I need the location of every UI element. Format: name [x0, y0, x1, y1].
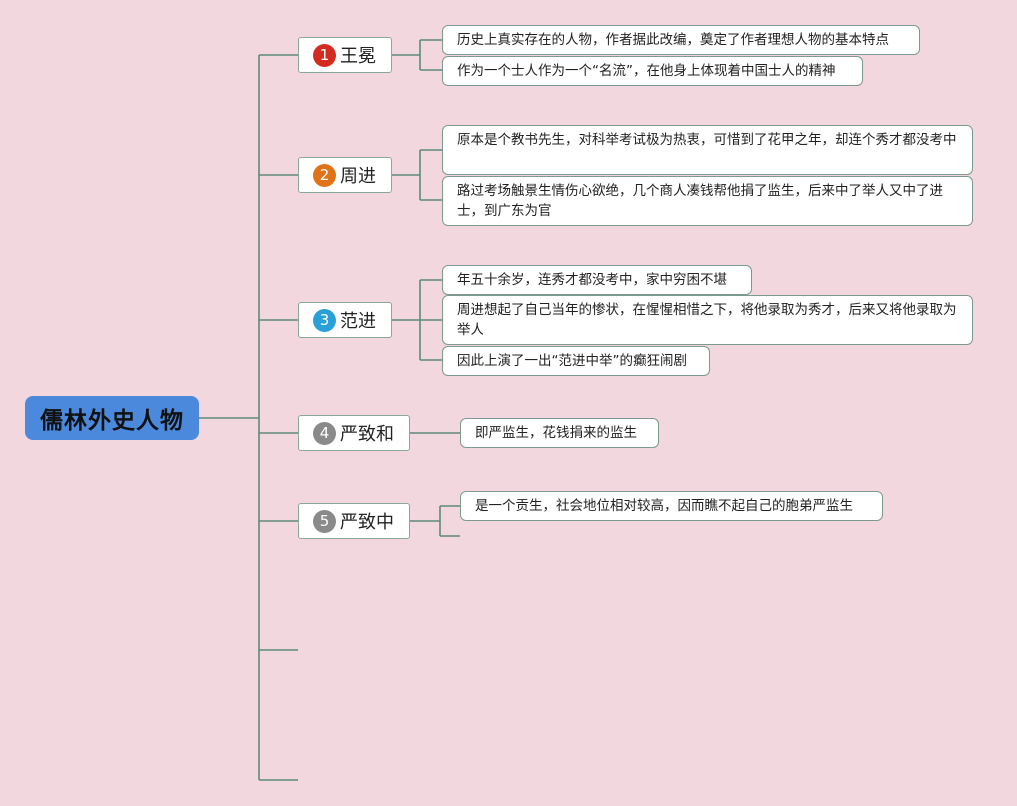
note-text: 年五十余岁，连秀才都没考中，家中穷困不堪 [457, 272, 727, 288]
topic-yan-zhihe[interactable]: 4 严致和 [298, 415, 410, 451]
note-text: 即严监生，花钱捐来的监生 [475, 425, 637, 441]
note-text: 是一个贡生，社会地位相对较高，因而瞧不起自己的胞弟严监生 [475, 498, 853, 514]
root-label: 儒林外史人物 [40, 408, 184, 434]
topic-label: 周进 [340, 166, 376, 187]
topic-label: 范进 [340, 311, 376, 332]
note-text: 作为一个士人作为一个“名流”，在他身上体现着中国士人的精神 [457, 63, 836, 79]
note-text: 历史上真实存在的人物，作者据此改编，奠定了作者理想人物的基本特点 [457, 32, 889, 48]
number-badge-icon: 2 [313, 163, 336, 187]
topic-label: 严致和 [340, 424, 394, 445]
number-badge-icon: 1 [313, 43, 336, 67]
topic-5-notes-connector [410, 505, 460, 537]
topic-zhou-jin[interactable]: 2 周进 [298, 157, 392, 193]
topic-wang-mian[interactable]: 1 王冕 [298, 37, 392, 73]
number-badge-icon: 3 [313, 308, 336, 332]
note-3-3[interactable]: 因此上演了一出“范进中举”的癫狂闹剧 [442, 346, 710, 376]
note-text: 因此上演了一出“范进中举”的癫狂闹剧 [457, 353, 687, 369]
note-text: 路过考场触景生情伤心欲绝，几个商人凑钱帮他捐了监生，后来中了举人又中了进士，到广… [457, 183, 943, 219]
number-badge-icon: 4 [313, 421, 336, 445]
note-2-2[interactable]: 路过考场触景生情伤心欲绝，几个商人凑钱帮他捐了监生，后来中了举人又中了进士，到广… [442, 176, 973, 226]
topic-label: 王冕 [340, 46, 376, 67]
note-text: 周进想起了自己当年的惨状，在惺惺相惜之下，将他录取为秀才，后来又将他录取为举人 [457, 302, 957, 338]
note-1-1[interactable]: 历史上真实存在的人物，作者据此改编，奠定了作者理想人物的基本特点 [442, 25, 920, 55]
topic-fan-jin[interactable]: 3 范进 [298, 302, 392, 338]
topic-label: 严致中 [340, 512, 394, 533]
topic-1-notes-connector [392, 39, 442, 71]
note-5-1[interactable]: 是一个贡生，社会地位相对较高，因而瞧不起自己的胞弟严监生 [460, 491, 883, 521]
root-topic[interactable]: 儒林外史人物 [25, 396, 199, 440]
topic-2-notes-connector [392, 149, 442, 201]
topic-3-notes-connector [392, 279, 442, 361]
note-1-2[interactable]: 作为一个士人作为一个“名流”，在他身上体现着中国士人的精神 [442, 56, 863, 86]
note-4-1[interactable]: 即严监生，花钱捐来的监生 [460, 418, 659, 448]
note-3-2[interactable]: 周进想起了自己当年的惨状，在惺惺相惜之下，将他录取为秀才，后来又将他录取为举人 [442, 295, 973, 345]
topic-yan-zhizhong[interactable]: 5 严致中 [298, 503, 410, 539]
note-2-1[interactable]: 原本是个教书先生，对科举考试极为热衷，可惜到了花甲之年，却连个秀才都没考中 [442, 125, 973, 175]
number-badge-icon: 5 [313, 509, 336, 533]
note-text: 原本是个教书先生，对科举考试极为热衷，可惜到了花甲之年，却连个秀才都没考中 [457, 132, 957, 148]
note-3-1[interactable]: 年五十余岁，连秀才都没考中，家中穷困不堪 [442, 265, 752, 295]
